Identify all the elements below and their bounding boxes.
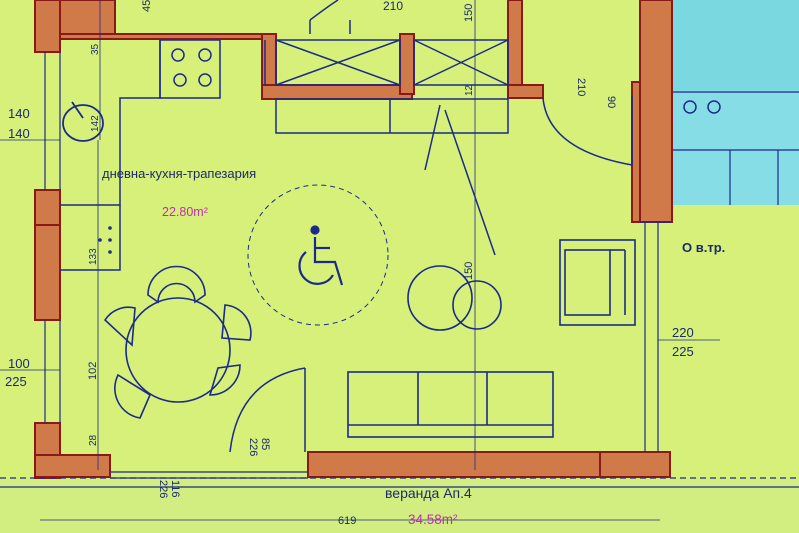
upper-cabinet-1: [275, 39, 401, 86]
dim-left-102: 102: [87, 362, 99, 380]
partition-lines: [424, 104, 496, 256]
upper-cabinet-2: [413, 39, 509, 86]
wall-top-left: [34, 0, 61, 53]
dim-cabinet: 12: [464, 84, 475, 96]
labels: дневна-кухня-трапезария 22.80m² веранда …: [5, 0, 725, 527]
wall-left-1: [34, 189, 61, 231]
kitchen-counter: [60, 20, 509, 271]
dim-top-small: 45: [141, 0, 153, 12]
dim-door-right-bottom: 210: [575, 78, 587, 96]
wheelchair-icon: [298, 225, 344, 286]
chair: [221, 304, 252, 341]
burner-icon: [198, 73, 212, 87]
dining-set: [103, 265, 252, 419]
door-right: [542, 97, 633, 166]
adjacent-space: [672, 0, 799, 205]
dim-left-window-top: 140: [8, 106, 30, 121]
burner-icon: [707, 100, 721, 114]
dim-door-right-top: 90: [605, 96, 617, 108]
room-area: 22.80m²: [162, 205, 208, 219]
coffee-tables: [407, 265, 502, 331]
dim-top-door: 210: [383, 0, 403, 13]
veranda-name: веранда Ап.4: [385, 485, 472, 501]
dim-bottom-opening-top: 116: [169, 480, 181, 498]
dim-bottom-28: 28: [88, 434, 99, 446]
door-bottom-left: [229, 367, 306, 453]
burner-icon: [198, 48, 212, 62]
chair: [114, 373, 152, 419]
dim-right-window-top: 220: [672, 325, 694, 340]
wall-right-top: [639, 0, 673, 223]
chair: [147, 265, 206, 304]
dim-table-150: 150: [463, 262, 475, 280]
burner-icon: [683, 100, 697, 114]
chair: [103, 306, 136, 347]
hob-dots: [98, 226, 112, 254]
dim-left-door-top: 100: [8, 356, 30, 371]
wall-top-kitchen: [59, 33, 266, 40]
armchair: [559, 239, 636, 326]
wall-top-mid3: [399, 33, 415, 95]
turning-circle: [247, 184, 389, 326]
chair: [208, 364, 241, 396]
dim-sink: 142: [90, 115, 101, 132]
next-space-label: О в.тр.: [682, 240, 725, 255]
wall-top-mid2: [261, 84, 413, 100]
doors: [229, 0, 633, 453]
dim-top-150: 150: [463, 4, 475, 22]
door-top: [309, 0, 339, 21]
veranda-area: 34.58m²: [408, 512, 458, 527]
dim-right-window-bottom: 225: [672, 344, 694, 359]
cabinet: [275, 98, 509, 134]
veranda-length: 619: [338, 515, 356, 527]
dim-bottom-opening-bottom: 226: [157, 480, 169, 498]
wall-bottom-left: [34, 454, 111, 478]
sofa: [347, 371, 554, 438]
room-name: дневна-кухня-трапезария: [102, 166, 256, 181]
stove: [159, 39, 221, 99]
dining-table: [125, 297, 231, 403]
dimension-lines: [0, 0, 720, 521]
sink: [62, 101, 104, 142]
dim-bottom-door-top: 85: [259, 438, 271, 450]
wall-left-2: [34, 224, 61, 321]
dim-bottom-door-bottom: 226: [247, 438, 259, 456]
dim-left-door-bottom: 225: [5, 374, 27, 389]
dim-left-133: 133: [88, 248, 99, 265]
outlines: [0, 52, 799, 488]
dim-left-window-bottom: 140: [8, 126, 30, 141]
wall-top-right: [507, 0, 523, 99]
wall-bottom-corner: [599, 451, 671, 478]
wall-top-right2: [507, 84, 544, 99]
burner-icon: [173, 73, 187, 87]
wall-top-small: [59, 0, 116, 35]
dim-left-35: 35: [90, 43, 101, 55]
burner-icon: [171, 48, 185, 62]
